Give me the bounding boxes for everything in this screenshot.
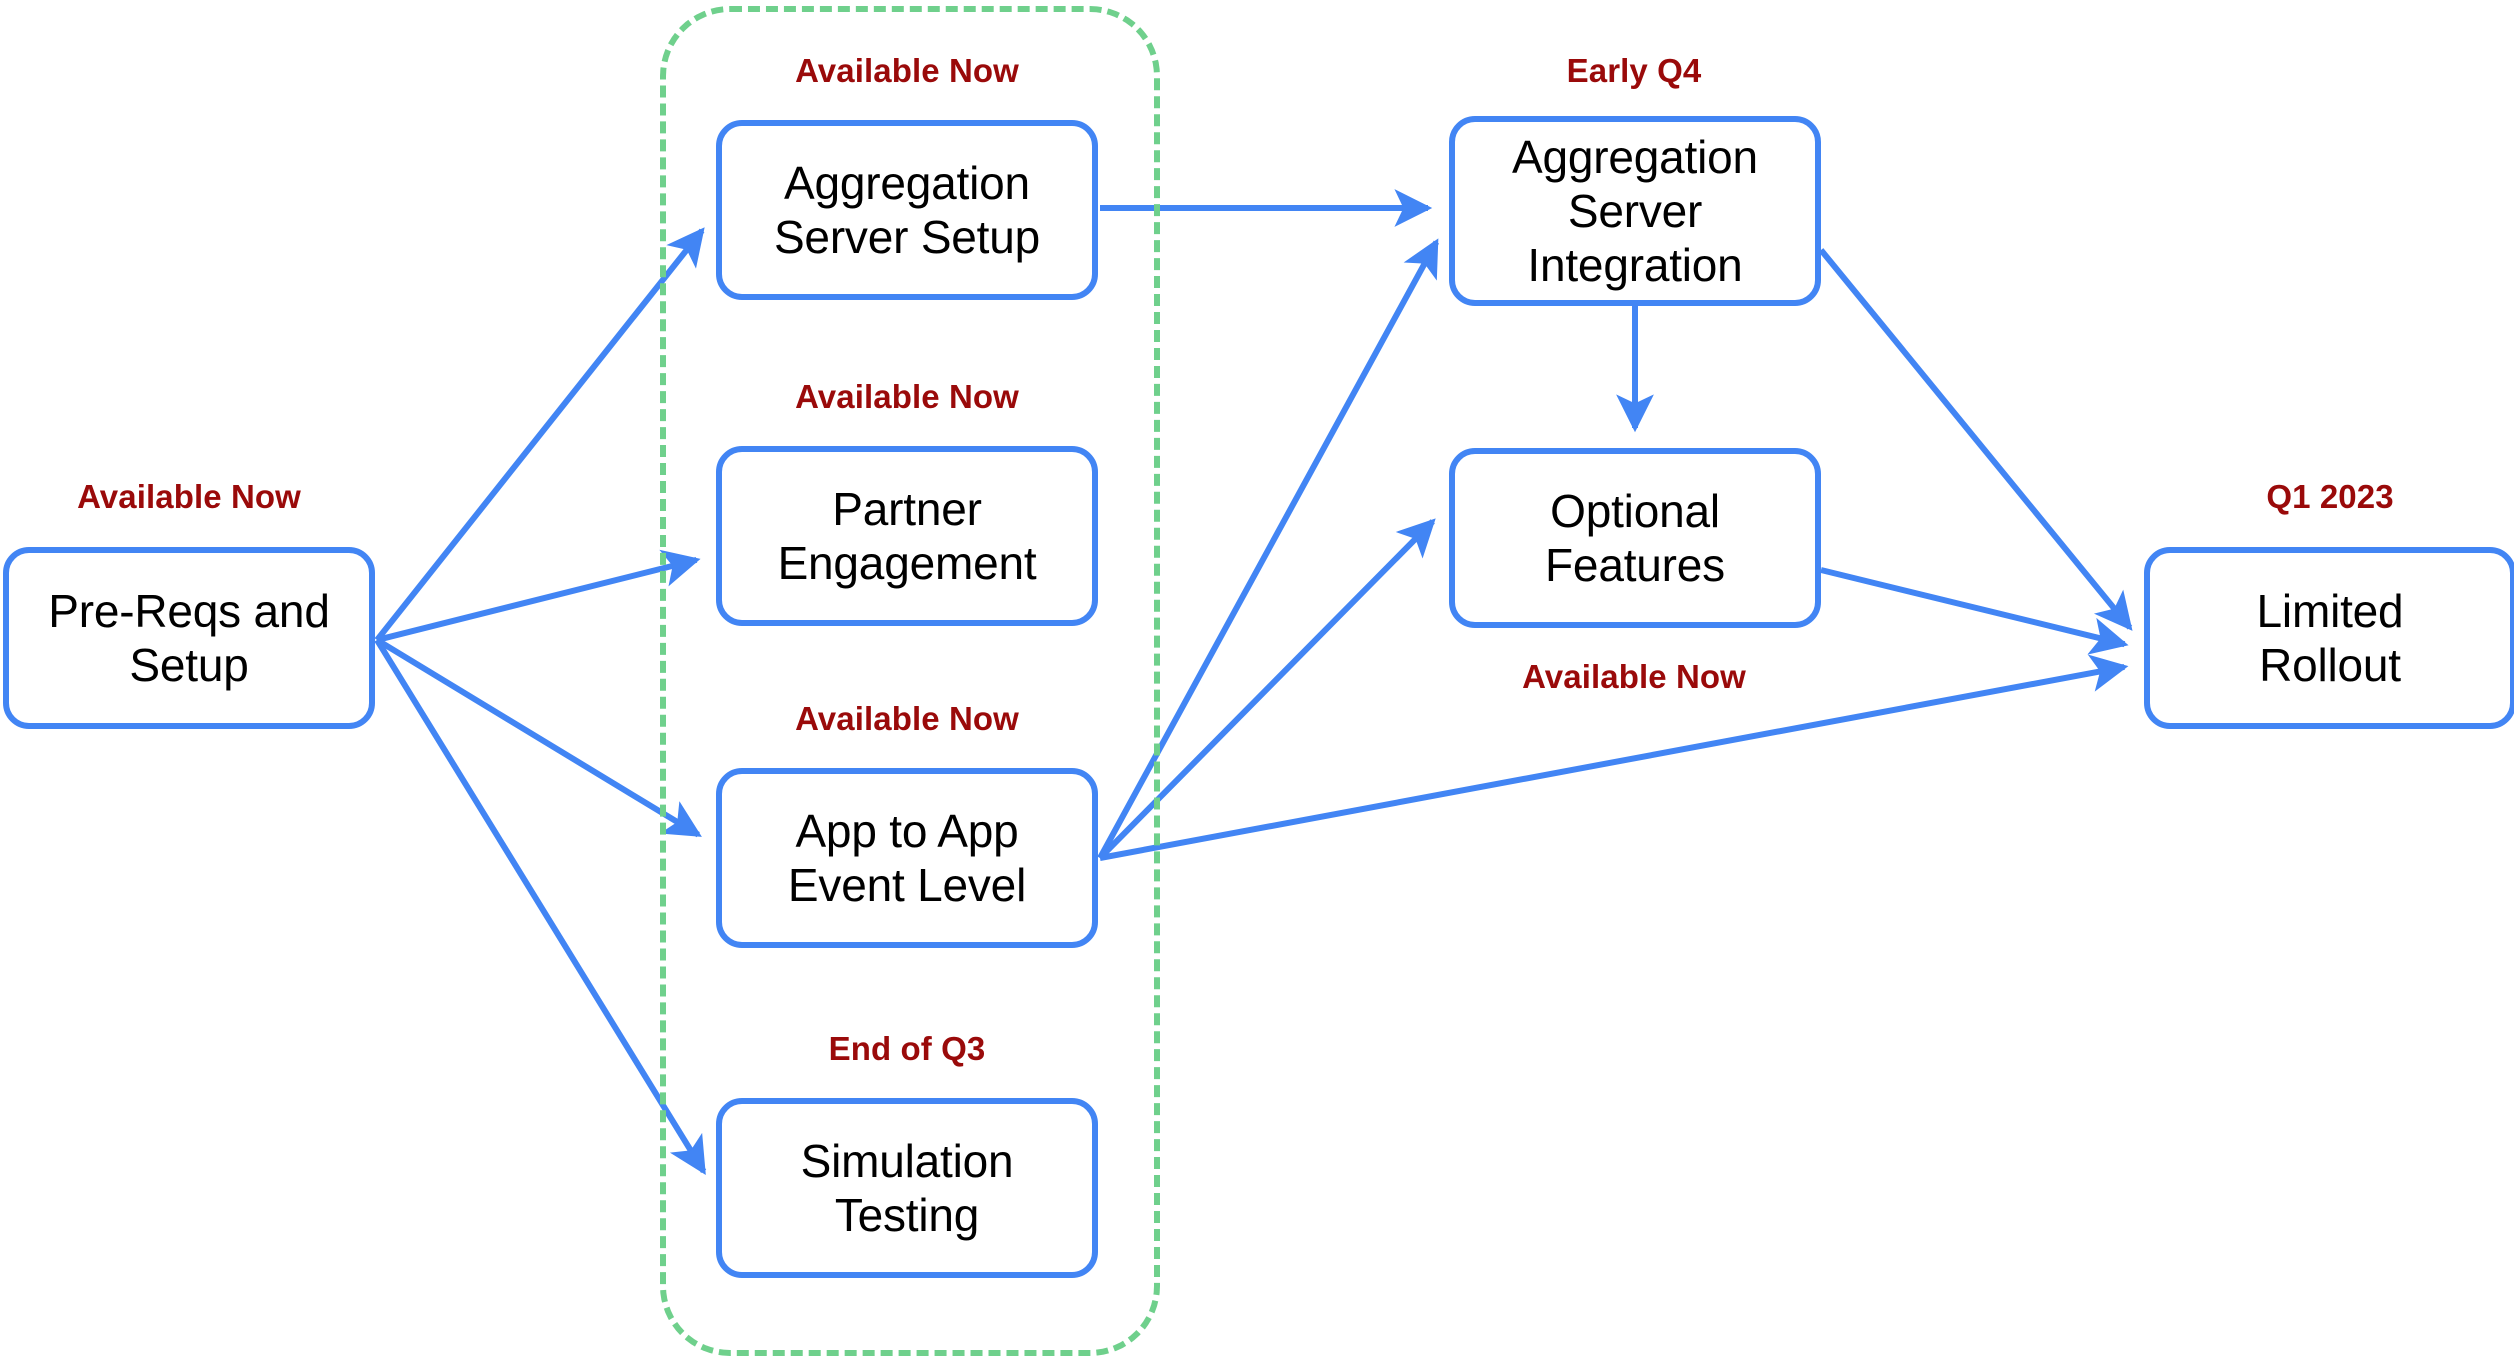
tag-aggregation-server-setup: Available Now	[795, 52, 1019, 89]
tag-limited-rollout: Q1 2023	[2266, 478, 2394, 515]
tag-optional-features: Available Now	[1522, 658, 1746, 695]
node-app-to-app-event-level[interactable]: App to App Event Level	[716, 768, 1098, 948]
edge-pre-reqs-to-partner-engagement	[376, 549, 701, 643]
tag-app-to-app-event-level: Available Now	[795, 700, 1019, 737]
tag-aggregation-server-integration: Early Q4	[1566, 52, 1702, 89]
node-aggregation-server-integration[interactable]: Aggregation Server Integration	[1449, 116, 1821, 306]
edge-integration-to-limited-rollout	[1818, 248, 2133, 631]
tag-pre-reqs-and-setup: Available Now	[77, 478, 301, 515]
node-aggregation-server-setup[interactable]: Aggregation Server Setup	[716, 120, 1098, 300]
node-simulation-testing[interactable]: Simulation Testing	[716, 1098, 1098, 1278]
tag-partner-engagement: Available Now	[795, 378, 1019, 415]
node-pre-reqs-and-setup[interactable]: Pre-Reqs and Setup	[3, 547, 375, 729]
edge-app-to-app-to-limited-rollout	[1099, 654, 2129, 861]
edge-optional-features-to-limited-rollout	[1820, 567, 2129, 655]
node-optional-features[interactable]: Optional Features	[1449, 448, 1821, 628]
edge-pre-reqs-to-aggregation-server-setup	[374, 227, 705, 642]
node-limited-rollout[interactable]: Limited Rollout	[2144, 547, 2514, 729]
tag-simulation-testing: End of Q3	[828, 1030, 986, 1067]
edge-pre-reqs-to-app-to-app	[375, 637, 702, 838]
node-partner-engagement[interactable]: Partner Engagement	[716, 446, 1098, 626]
edge-pre-reqs-to-simulation-testing	[374, 638, 707, 1175]
available-now-group-boundary	[660, 6, 1160, 1356]
